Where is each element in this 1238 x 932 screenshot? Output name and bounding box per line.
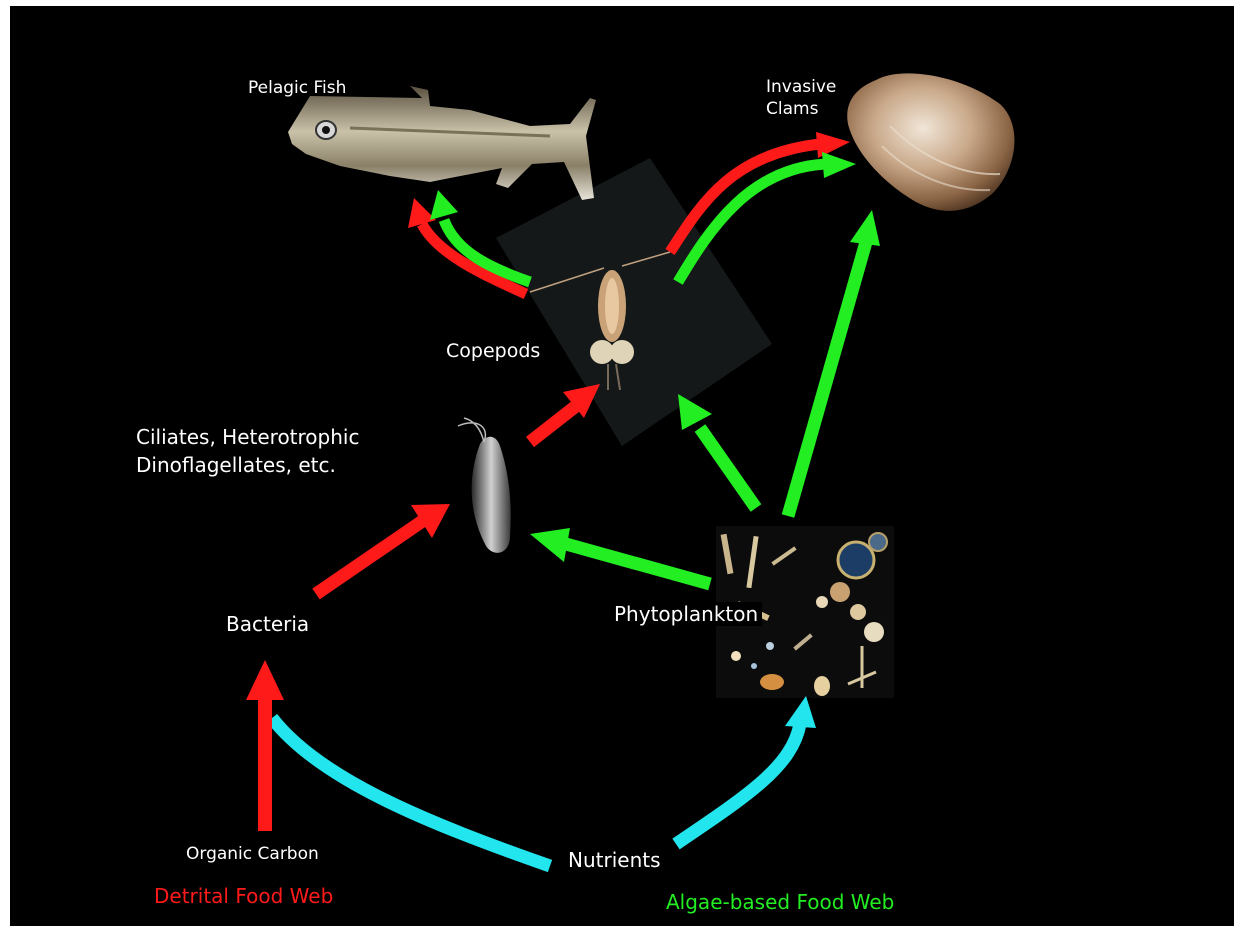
nutrients-label: Nutrients	[568, 848, 661, 872]
arrow-ciliates-to-copepods	[530, 406, 576, 442]
invasive-clams-label: Invasive Clams	[766, 76, 836, 120]
invasive-clam-image	[847, 73, 1014, 211]
arrow-phyto-to-clams	[788, 242, 866, 516]
arrow-nutrients-to-phytoplankton	[676, 724, 800, 844]
pelagic-fish-label: Pelagic Fish	[248, 78, 346, 98]
arrow-phyto-to-ciliates	[566, 544, 710, 584]
copepod-photo-frame	[496, 158, 772, 446]
organic-carbon-label: Organic Carbon	[186, 844, 319, 864]
arrow-bacteria-to-ciliates	[316, 520, 424, 594]
slide: Pelagic Fish Invasive Clams Copepods Cil…	[10, 6, 1234, 926]
phytoplankton-label: Phytoplankton	[610, 602, 762, 626]
pelagic-fish-image	[288, 86, 596, 200]
ciliate-cell-image	[458, 418, 511, 553]
nutrient-arrowhead	[785, 696, 816, 728]
arrow-phyto-to-copepods	[700, 428, 756, 508]
copepods-label: Copepods	[446, 340, 540, 362]
arrow-carbon-to-bacteria	[258, 696, 272, 831]
detrital-legend: Detrital Food Web	[154, 884, 333, 908]
red-arrowhead-bacteria	[246, 660, 284, 700]
ciliates-label: Ciliates, Heterotrophic Dinoflagellates,…	[136, 424, 359, 479]
algae-legend: Algae-based Food Web	[666, 890, 894, 914]
bacteria-label: Bacteria	[226, 612, 309, 636]
